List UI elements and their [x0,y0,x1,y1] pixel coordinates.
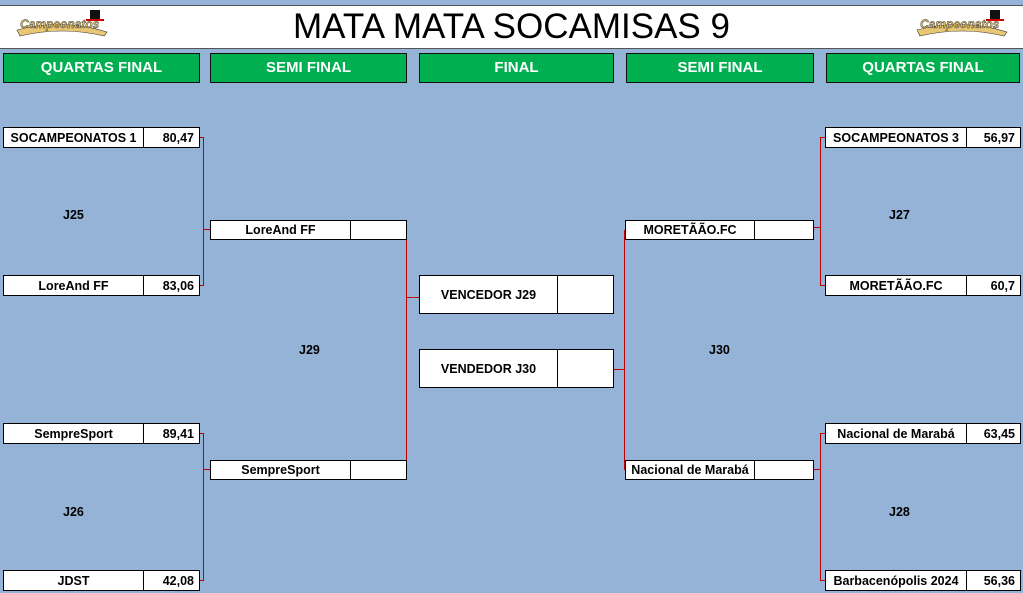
team-name: SOCAMPEONATOS 3 [826,128,967,147]
match-slot-sf-left-2: SempreSport [210,460,407,480]
team-score: 89,41 [162,426,194,441]
match-slot-qf-right-1: SOCAMPEONATOS 3 56,97 [825,127,1021,148]
bracket-line-j28 [820,433,821,581]
team-name: Nacional de Marabá [626,461,755,479]
team-score: 83,06 [162,278,194,293]
round-header-semi-left: SEMI FINAL [210,53,407,83]
team-score [351,221,406,239]
game-label-j25: J25 [63,208,84,222]
team-score [351,461,406,479]
team-name: Barbacenópolis 2024 [826,571,967,590]
match-slot-qf-right-2: MORETÃÃO.FC 60,7 [825,275,1021,296]
team-score: 63,45 [983,426,1015,441]
page-title: MATA MATA SOCAMISAS 9 [293,7,730,46]
bracket-connector [613,369,625,370]
bracket-connector [199,580,204,581]
team-score: 60,7 [990,278,1015,293]
team-name: MORETÃÃO.FC [626,221,755,239]
match-slot-qf-left-2: LoreAnd FF 83,06 [3,275,200,296]
team-score [755,221,813,239]
bracket-connector [199,433,204,434]
bracket-connector [813,227,821,228]
bracket-line-j29 [406,232,407,470]
logo-right: Campeonatos [912,8,1012,38]
bracket-connector [203,469,210,470]
team-name: LoreAnd FF [4,276,144,295]
round-header-semi-right: SEMI FINAL [626,53,814,83]
game-label-j27: J27 [889,208,910,222]
match-slot-qf-right-4: Barbacenópolis 2024 56,36 [825,570,1021,591]
bracket-connector [820,137,826,138]
team-score: 56,36 [983,573,1015,588]
game-label-j26: J26 [63,505,84,519]
game-label-j29: J29 [299,343,320,357]
bracket-line-j26 [203,433,204,581]
game-label-j28: J28 [889,505,910,519]
team-score: 80,47 [162,130,194,145]
team-name: SempreSport [211,461,351,479]
match-slot-qf-left-1: SOCAMPEONATOS 1 80,47 [3,127,200,148]
match-slot-final-2: VENDEDOR J30 [419,349,614,388]
game-label-j30: J30 [709,343,730,357]
svg-text:Campeonatos: Campeonatos [920,17,1000,31]
bracket-line-j30 [624,230,625,470]
match-slot-sf-right-1: MORETÃÃO.FC [625,220,814,240]
bracket-connector [820,580,826,581]
team-name: LoreAnd FF [211,221,351,239]
team-name: Nacional de Marabá [826,424,967,443]
bracket-connector [203,229,210,230]
bracket-connector [406,297,419,298]
team-name: VENCEDOR J29 [420,276,558,313]
bracket-connector [199,285,204,286]
team-name: VENDEDOR J30 [420,350,558,387]
match-slot-qf-left-4: JDST 42,08 [3,570,200,591]
team-score [558,350,613,387]
team-score: 42,08 [162,573,194,588]
team-score: 56,97 [983,130,1015,145]
match-slot-final-1: VENCEDOR J29 [419,275,614,314]
team-name: JDST [4,571,144,590]
bracket-line-j25 [203,137,204,286]
match-slot-qf-right-3: Nacional de Marabá 63,45 [825,423,1021,444]
round-header-quartas-right: QUARTAS FINAL [826,53,1020,83]
svg-text:Campeonatos: Campeonatos [20,17,100,31]
logo-left: Campeonatos [12,8,112,38]
round-header-final: FINAL [419,53,614,83]
match-slot-sf-left-1: LoreAnd FF [210,220,407,240]
round-header-quartas-left: QUARTAS FINAL [3,53,200,83]
bracket-connector [820,285,826,286]
team-name: SempreSport [4,424,144,443]
match-slot-qf-left-3: SempreSport 89,41 [3,423,200,444]
team-score [558,276,613,313]
match-slot-sf-right-2: Nacional de Marabá [625,460,814,480]
bracket-connector [820,433,826,434]
bracket-line-j27 [820,137,821,286]
team-name: MORETÃÃO.FC [826,276,967,295]
team-score [755,461,813,479]
bracket-connector [199,137,204,138]
bracket-connector [813,469,821,470]
team-name: SOCAMPEONATOS 1 [4,128,144,147]
header-bar: MATA MATA SOCAMISAS 9 [0,5,1023,49]
